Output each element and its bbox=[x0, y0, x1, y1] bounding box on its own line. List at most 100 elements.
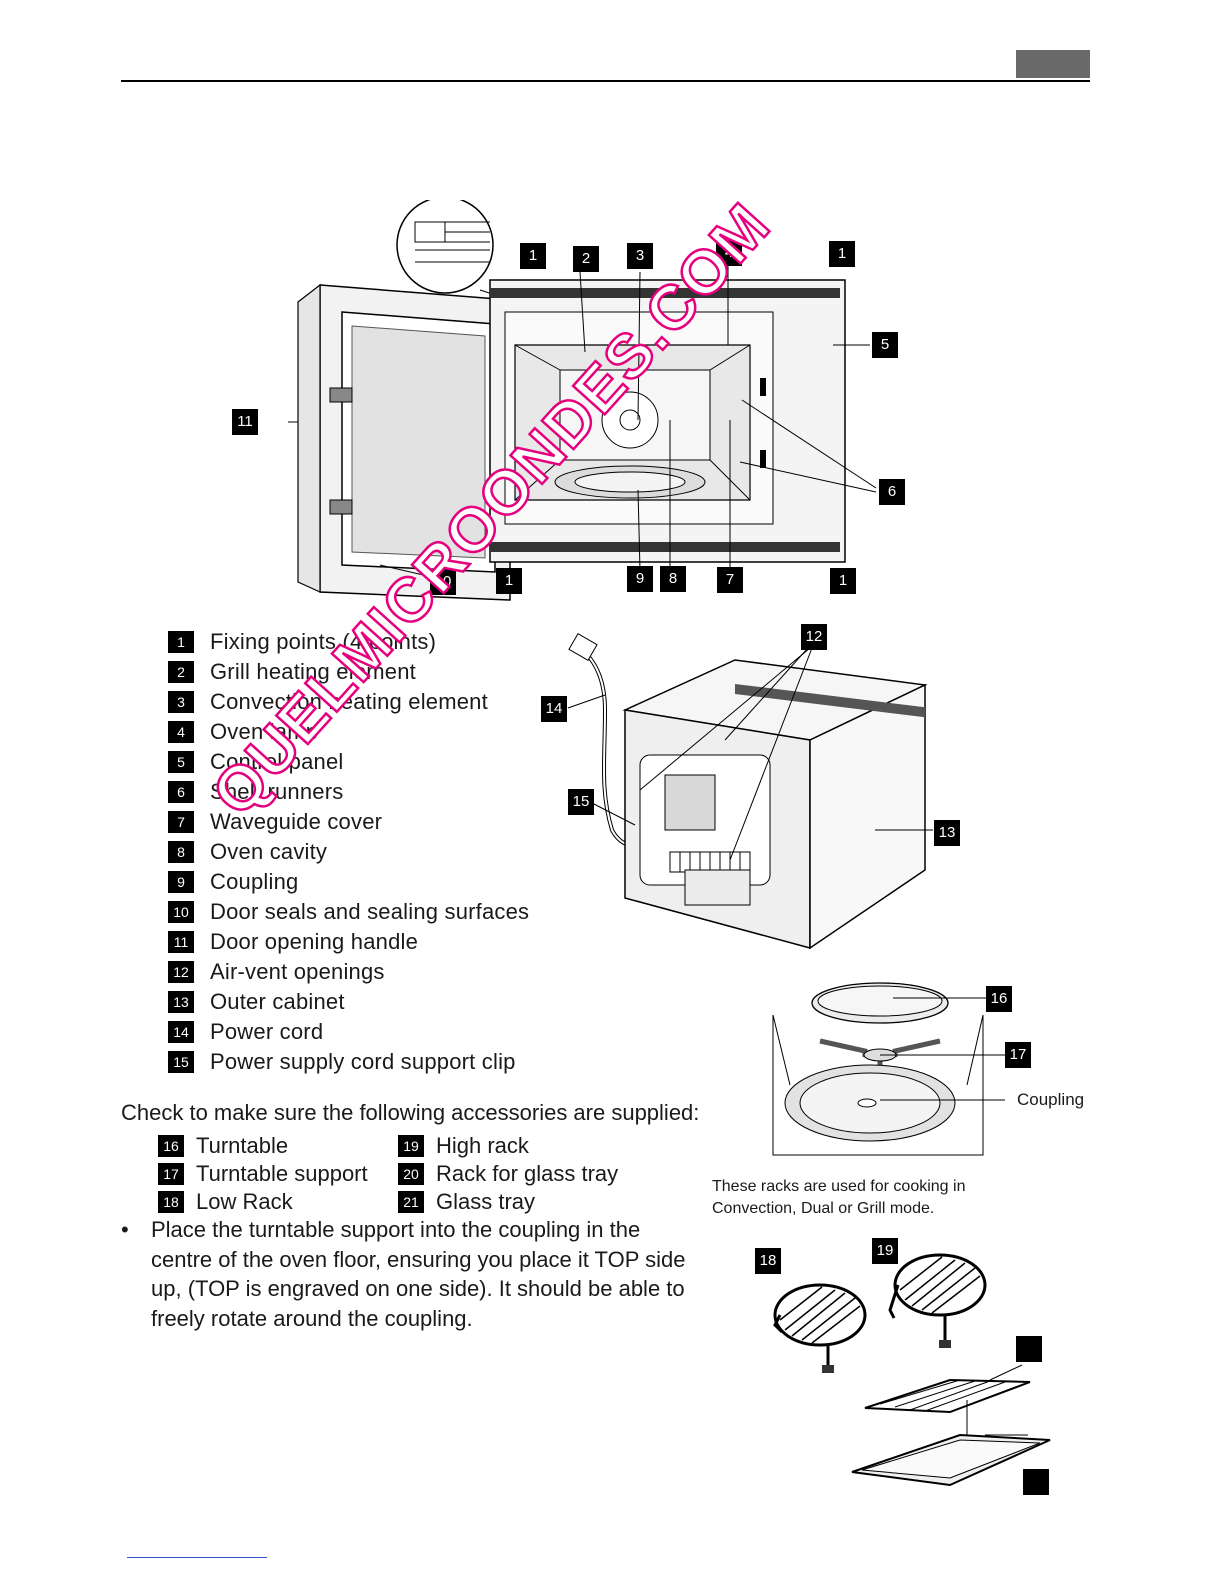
legend-item: 8 Oven cavity bbox=[168, 837, 588, 867]
callout-6: 6 bbox=[879, 479, 905, 505]
legend-item: 9 Coupling bbox=[168, 867, 588, 897]
legend-label: Power cord bbox=[210, 1019, 324, 1044]
accessory-item: 16 Turntable bbox=[158, 1133, 288, 1159]
legend-number: 10 bbox=[168, 901, 194, 923]
legend-item: 15 Power supply cord support clip bbox=[168, 1047, 588, 1077]
accessory-number: 21 bbox=[398, 1191, 424, 1213]
legend-label: Door opening handle bbox=[210, 929, 419, 954]
legend-number: 13 bbox=[168, 991, 194, 1013]
legend-item: 3 Convection heating element bbox=[168, 687, 588, 717]
legend-number: 3 bbox=[168, 691, 194, 713]
coupling-label: Coupling bbox=[1017, 1090, 1085, 1109]
header-rule bbox=[121, 80, 1090, 82]
accessory-item: 20 Rack for glass tray bbox=[398, 1161, 618, 1187]
legend-number: 2 bbox=[168, 661, 194, 683]
callout-4: 4 bbox=[716, 240, 742, 266]
footer-link-underline bbox=[127, 1557, 267, 1558]
legend-label: Convection heating element bbox=[210, 689, 488, 714]
legend-label: Grill heating element bbox=[210, 659, 416, 684]
callout-5: 5 bbox=[872, 332, 898, 358]
legend-number: 9 bbox=[168, 871, 194, 893]
accessory-item: 18 Low Rack bbox=[158, 1189, 293, 1215]
legend-item: 6 Shelf runners bbox=[168, 777, 588, 807]
accessory-label: Turntable bbox=[196, 1133, 289, 1158]
legend-label: Shelf runners bbox=[210, 779, 344, 804]
accessory-item: 19 High rack bbox=[398, 1133, 529, 1159]
callout-19: 19 bbox=[872, 1238, 898, 1264]
callout-1c: 1 bbox=[496, 568, 522, 594]
legend-item: 10 Door seals and sealing surfaces bbox=[168, 897, 588, 927]
legend-item: 12 Air-vent openings bbox=[168, 957, 588, 987]
callout-14: 14 bbox=[541, 696, 567, 722]
legend-label: Oven cavity bbox=[210, 839, 328, 864]
legend-number: 4 bbox=[168, 721, 194, 743]
legend-item: 7 Waveguide cover bbox=[168, 807, 588, 837]
turntable-diagram bbox=[772, 982, 1005, 1156]
legend-item: 4 Oven lamp bbox=[168, 717, 588, 747]
accessory-number: 18 bbox=[158, 1191, 184, 1213]
rack-note: These racks are used for cooking in Conv… bbox=[712, 1178, 966, 1217]
callout-20 bbox=[1016, 1336, 1042, 1362]
callout-1d: 1 bbox=[830, 568, 856, 594]
callout-16: 16 bbox=[986, 986, 1012, 1012]
legend-item: 5 Control panel bbox=[168, 747, 588, 777]
oven-cabinet-diagram bbox=[567, 633, 933, 950]
callout-8: 8 bbox=[660, 566, 686, 592]
bullet-dot: • bbox=[121, 1217, 129, 1242]
legend-number: 5 bbox=[168, 751, 194, 773]
legend-number: 6 bbox=[168, 781, 194, 803]
callout-18: 18 bbox=[755, 1248, 781, 1274]
legend-label: Air-vent openings bbox=[210, 959, 385, 984]
legend-label: Door seals and sealing surfaces bbox=[210, 899, 530, 924]
callout-2: 2 bbox=[573, 246, 599, 272]
callout-11: 11 bbox=[232, 409, 258, 435]
callout-13: 13 bbox=[934, 820, 960, 846]
legend-label: Fixing points (4 points) bbox=[210, 629, 437, 654]
callout-15: 15 bbox=[568, 789, 594, 815]
legend-number: 7 bbox=[168, 811, 194, 833]
accessory-label: Glass tray bbox=[436, 1189, 536, 1214]
legend-item: 2 Grill heating element bbox=[168, 657, 588, 687]
legend-number: 11 bbox=[168, 931, 194, 953]
accessory-number: 16 bbox=[158, 1135, 184, 1157]
legend-number: 15 bbox=[168, 1051, 194, 1073]
legend-number: 8 bbox=[168, 841, 194, 863]
legend-item: 13 Outer cabinet bbox=[168, 987, 588, 1017]
accessory-number: 17 bbox=[158, 1163, 184, 1185]
callout-21 bbox=[1023, 1469, 1049, 1495]
callout-9: 9 bbox=[627, 566, 653, 592]
callout-1b: 1 bbox=[829, 241, 855, 267]
callout-17: 17 bbox=[1005, 1042, 1031, 1068]
accessory-number: 20 bbox=[398, 1163, 424, 1185]
accessory-label: High rack bbox=[436, 1133, 529, 1158]
legend-number: 12 bbox=[168, 961, 194, 983]
accessory-number: 19 bbox=[398, 1135, 424, 1157]
accessory-label: Low Rack bbox=[196, 1189, 293, 1214]
callout-1a: 1 bbox=[520, 243, 546, 269]
legend-label: Coupling bbox=[210, 869, 299, 894]
legend-label: Outer cabinet bbox=[210, 989, 345, 1014]
accessory-label: Rack for glass tray bbox=[436, 1161, 619, 1186]
callout-10: 10 bbox=[430, 569, 456, 595]
accessory-item: 17 Turntable support bbox=[158, 1161, 368, 1187]
accessory-label: Turntable support bbox=[196, 1161, 368, 1186]
instruction-text: Place the turntable support into the cou… bbox=[151, 1217, 686, 1331]
legend-item: 14 Power cord bbox=[168, 1017, 588, 1047]
callout-7: 7 bbox=[717, 567, 743, 593]
racks-diagram bbox=[773, 1253, 1051, 1487]
legend-label: Power supply cord support clip bbox=[210, 1049, 516, 1074]
callout-12: 12 bbox=[801, 624, 827, 650]
oven-front-diagram bbox=[288, 200, 877, 601]
accessories-intro: Check to make sure the following accesso… bbox=[121, 1100, 700, 1125]
legend-item: 1 Fixing points (4 points) bbox=[168, 627, 588, 657]
legend-item: 11 Door opening handle bbox=[168, 927, 588, 957]
legend-number: 1 bbox=[168, 631, 194, 653]
legend-label: Oven lamp bbox=[210, 719, 319, 744]
legend-number: 14 bbox=[168, 1021, 194, 1043]
header-tab bbox=[1016, 50, 1090, 78]
legend-label: Waveguide cover bbox=[210, 809, 383, 834]
accessory-item: 21 Glass tray bbox=[398, 1189, 535, 1215]
parts-legend: 1 Fixing points (4 points) 2 Grill heating… bbox=[168, 627, 588, 1077]
callout-3: 3 bbox=[627, 243, 653, 269]
legend-label: Control panel bbox=[210, 749, 344, 774]
